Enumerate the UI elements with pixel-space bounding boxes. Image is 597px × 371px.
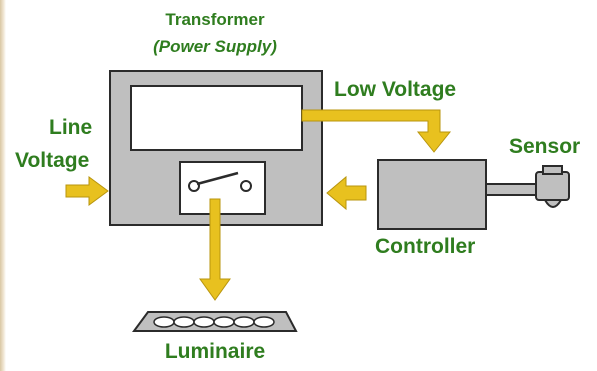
power-supply-label: (Power Supply) <box>153 37 277 56</box>
low-voltage-label: Low Voltage <box>334 78 457 101</box>
sensor-cap <box>542 165 563 175</box>
lamp-4 <box>213 316 235 328</box>
luminaire-feed-arrow <box>199 198 231 301</box>
sensor-label: Sensor <box>509 135 581 158</box>
lamp-6 <box>253 316 275 328</box>
sensor-body <box>535 171 570 201</box>
switch-contact-right <box>240 180 252 192</box>
line-voltage-arrow <box>65 176 109 206</box>
controller-box <box>377 159 487 230</box>
lamp-3 <box>193 316 215 328</box>
switch-contact-left <box>188 180 200 192</box>
luminaire-label: Luminaire <box>164 340 266 363</box>
lamp-5 <box>233 316 255 328</box>
line-voltage-label-line2: Voltage <box>15 149 90 172</box>
sensor-cable <box>485 183 537 196</box>
sensor-lens <box>543 199 563 208</box>
lamp-2 <box>173 316 195 328</box>
page-edge <box>0 0 6 371</box>
line-voltage-label-line1: Line <box>49 116 93 139</box>
switch-lever <box>196 171 239 186</box>
control-signal-arrow <box>326 175 367 211</box>
luminaire-lamps <box>153 316 275 328</box>
low-voltage-arrow <box>301 109 452 153</box>
transformer-label: Transformer <box>165 10 265 29</box>
controller-label: Controller <box>375 235 476 258</box>
transformer-window <box>130 85 303 151</box>
lamp-1 <box>153 316 175 328</box>
